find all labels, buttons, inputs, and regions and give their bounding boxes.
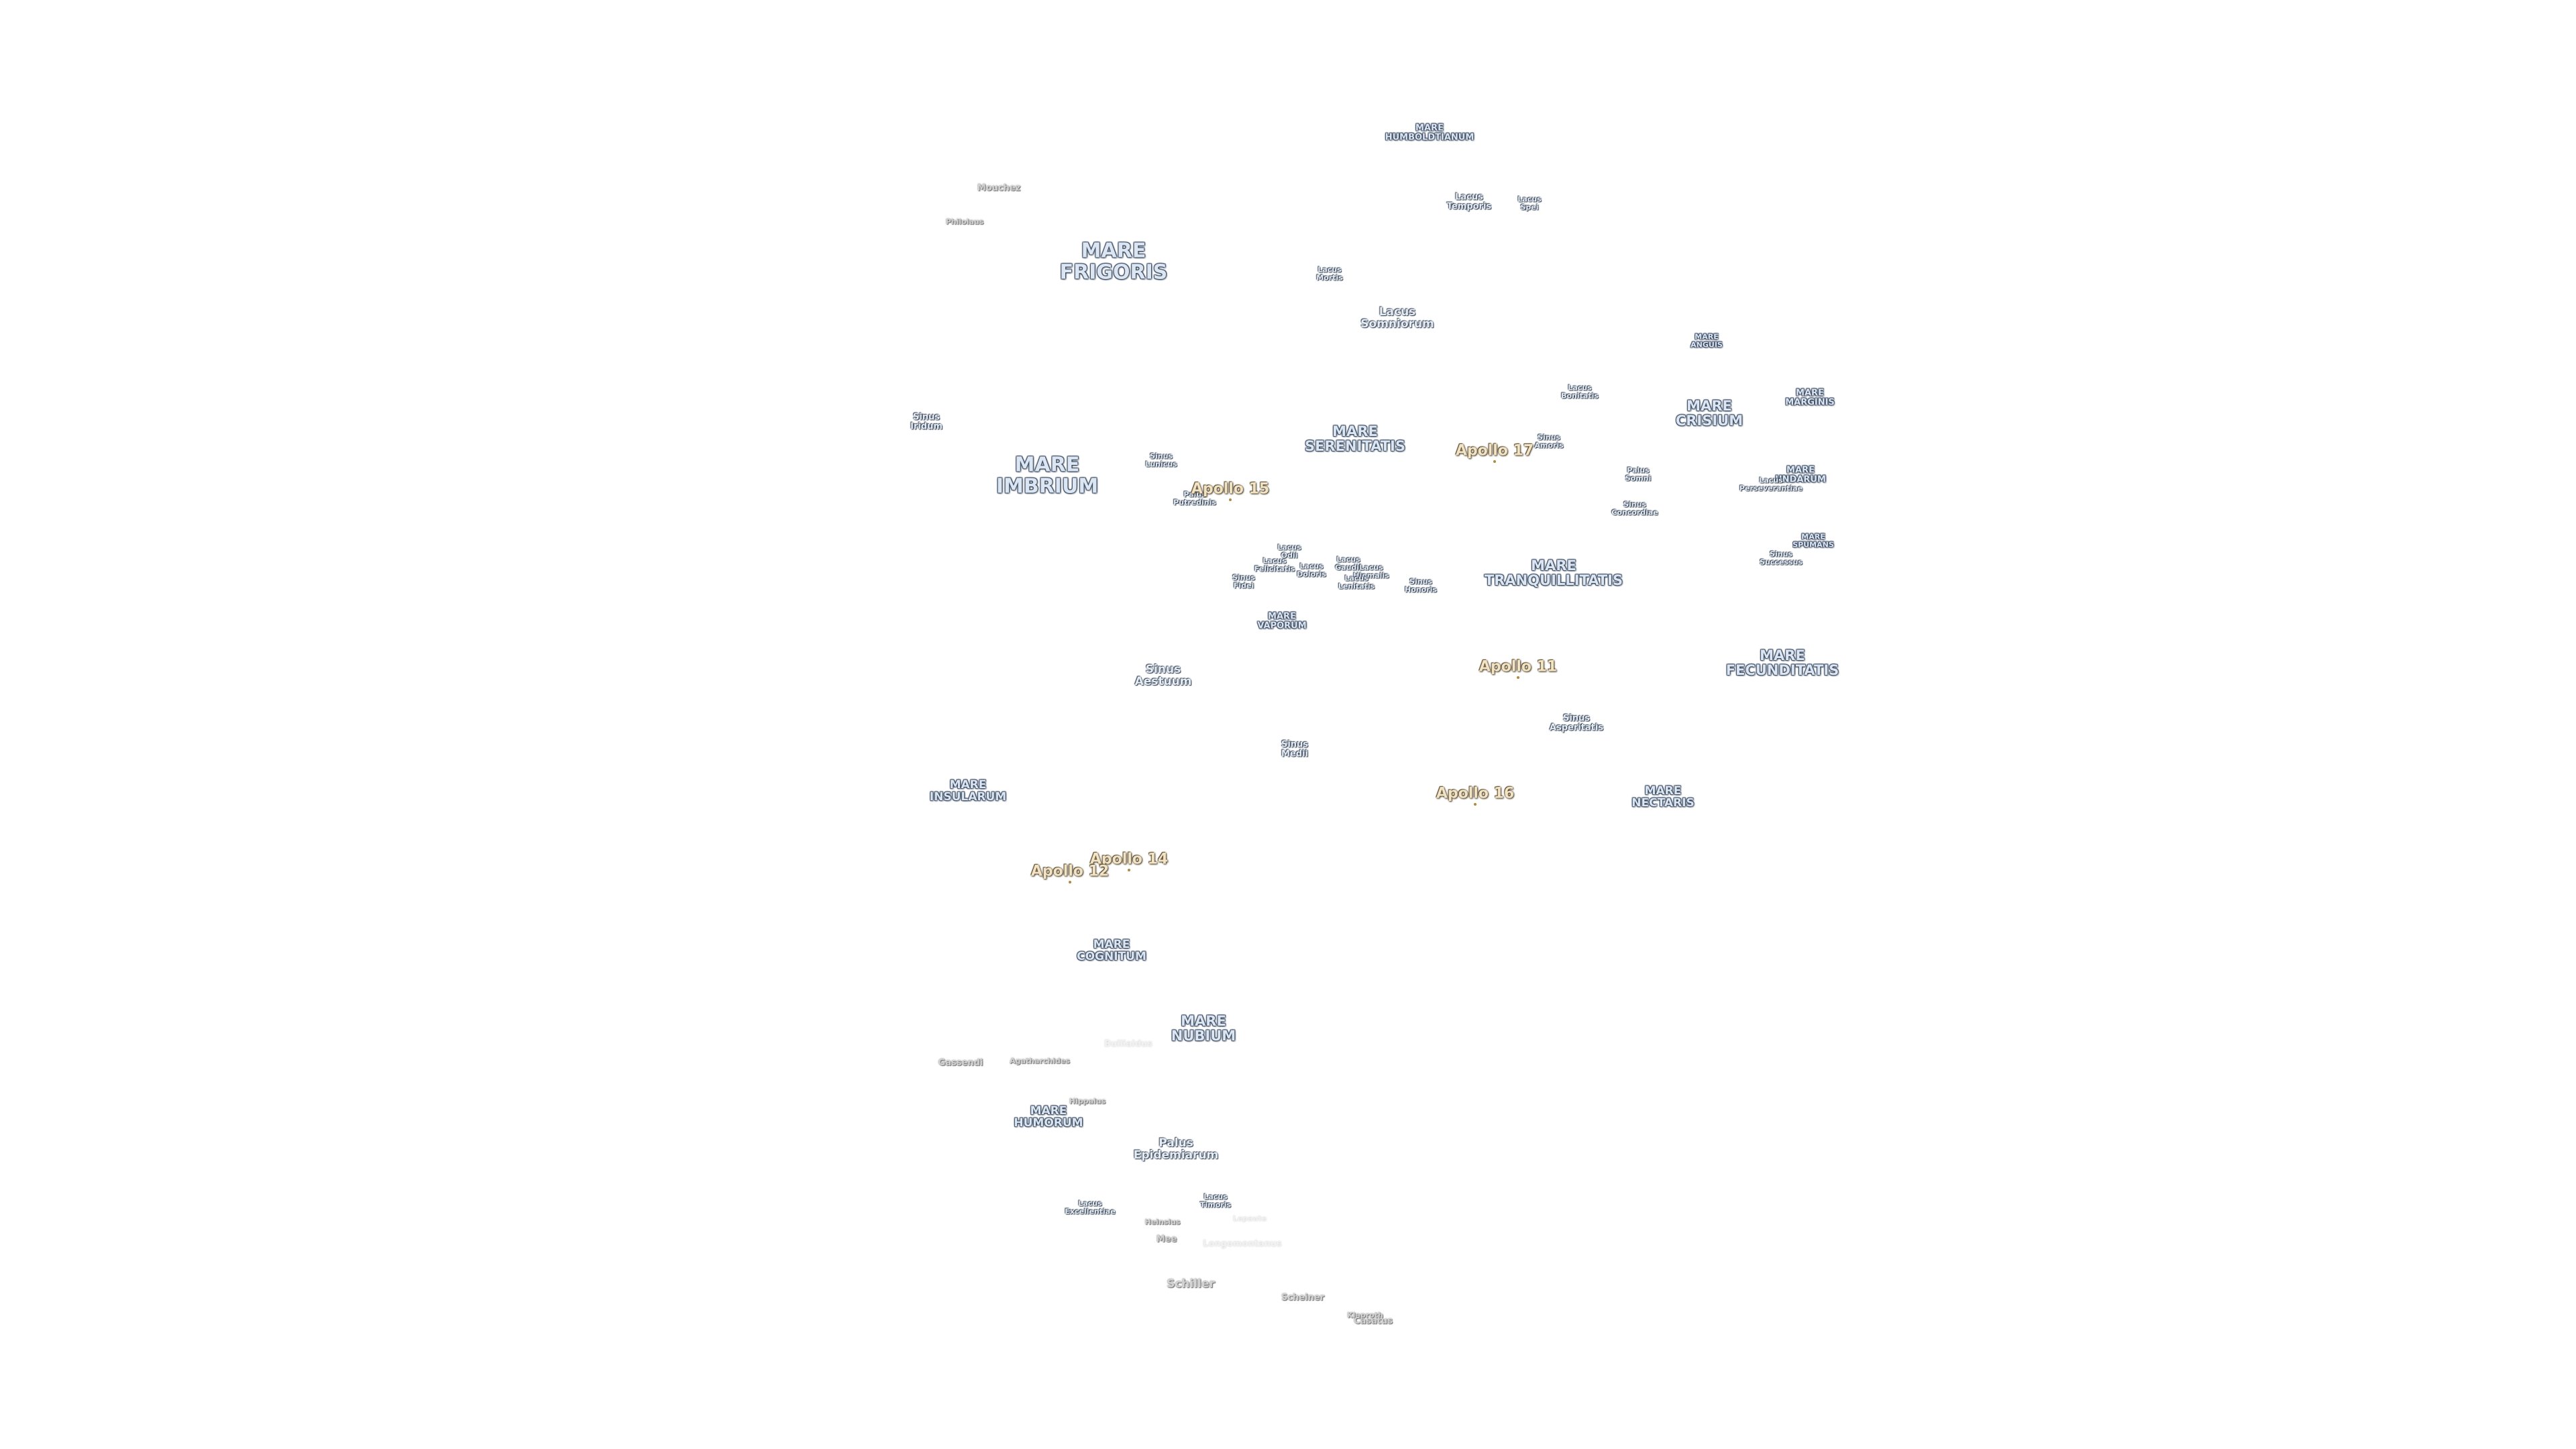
- label-lacus-spei: Lacus Spei: [1517, 195, 1542, 211]
- label-lacus-hiemalis: Lacus Hiemalis: [1353, 563, 1389, 580]
- label-apollo-11[interactable]: Apollo 11: [1479, 658, 1558, 676]
- label-apollo-14[interactable]: Apollo 14: [1089, 851, 1169, 868]
- label-sinus-amoris: Sinus Amoris: [1534, 433, 1564, 449]
- apollo-15-site-marker[interactable]: [1229, 498, 1232, 501]
- label-apollo-16[interactable]: Apollo 16: [1436, 785, 1515, 802]
- label-sinus-honoris: Sinus Honoris: [1405, 577, 1437, 594]
- label-palus-epidemiarum: Palus Epidemiarum: [1133, 1136, 1219, 1162]
- label-lacus-lenitatis: Lacus Lenitatis: [1338, 574, 1375, 590]
- label-mare-nubium: MARE NUBIUM: [1171, 1012, 1236, 1044]
- label-mare-undarum: MARE UNDARUM: [1775, 465, 1826, 484]
- apollo-14-site-marker[interactable]: [1128, 869, 1130, 871]
- label-sinus-lunicus: Sinus Lunicus: [1145, 451, 1177, 468]
- label-lacus-mortis: Lacus Mortis: [1316, 265, 1343, 282]
- label-mouchez: Mouchez: [977, 183, 1021, 194]
- label-mare-humboldtianum: MARE HUMBOLDTIANUM: [1385, 123, 1474, 142]
- label-lacus-doloris: Lacus Doloris: [1297, 561, 1326, 578]
- label-mare-serenitatis: MARE SERENITATIS: [1305, 423, 1405, 454]
- label-casatus: Casatus: [1353, 1316, 1393, 1327]
- label-lacus-somniorum: Lacus Somniorum: [1360, 305, 1434, 331]
- label-mare-spumans: MARE SPUMANS: [1792, 532, 1834, 549]
- label-bullialdus: Bullialdus: [1104, 1039, 1153, 1050]
- label-mare-crisium: MARE CRISIUM: [1675, 397, 1743, 429]
- label-mare-tranquillitatis: MARE TRANQUILLITATIS: [1484, 557, 1623, 588]
- label-sinus-iridum: Sinus Iridum: [910, 412, 943, 431]
- apollo-17-site-marker[interactable]: [1493, 460, 1496, 463]
- label-mare-marginis: MARE MARGINIS: [1785, 388, 1835, 407]
- label-hippalus: Hippalus: [1069, 1097, 1106, 1106]
- label-sinus-successus: Sinus Successus: [1760, 549, 1803, 566]
- label-apollo-15[interactable]: Apollo 15: [1191, 480, 1270, 498]
- label-lacus-felicitatis: Lacus Felicitatis: [1254, 556, 1295, 573]
- label-lacus-bonitatis: Lacus Bonitatis: [1561, 383, 1599, 400]
- label-mare-vaporum: MARE VAPORUM: [1257, 611, 1307, 631]
- label-sinus-fidei: Sinus Fidei: [1232, 573, 1255, 590]
- label-lacus-excellentiae: Lacus Excellentiae: [1065, 1199, 1116, 1216]
- label-lacus-perseverantiae: Lacus Perseverantiae: [1739, 476, 1803, 492]
- label-longomontanus: Longomontanus: [1203, 1239, 1282, 1250]
- label-mare-nectaris: MARE NECTARIS: [1631, 784, 1695, 810]
- apollo-16-site-marker[interactable]: [1474, 803, 1477, 806]
- label-sinus-concordiae: Sinus Concordiae: [1611, 500, 1658, 517]
- label-lacus-timoris: Lacus Timoris: [1199, 1192, 1232, 1209]
- label-mare-cognitum: MARE COGNITUM: [1077, 938, 1146, 963]
- label-lacus-odii: Lacus Odii: [1277, 543, 1301, 559]
- apollo-12-site-marker[interactable]: [1069, 881, 1071, 883]
- label-lacus-gaudii: Lacus Gaudii: [1335, 555, 1362, 572]
- label-apollo-12[interactable]: Apollo 12: [1030, 863, 1110, 880]
- label-sinus-asperitatis: Sinus Asperitatis: [1549, 713, 1604, 733]
- label-klaproth: Klaproth: [1347, 1311, 1383, 1320]
- label-agatharchides: Agatharchides: [1010, 1057, 1070, 1066]
- label-mee: Mee: [1156, 1234, 1177, 1245]
- label-scheiner: Scheiner: [1281, 1293, 1325, 1303]
- label-lacus-temporis: Lacus Temporis: [1446, 192, 1492, 211]
- label-palus-somni: Palus Somni: [1625, 466, 1652, 482]
- label-heinsius: Heinsius: [1144, 1218, 1181, 1227]
- label-mare-humorum: MARE HUMORUM: [1014, 1104, 1083, 1130]
- label-lepaute: Lepaute: [1232, 1214, 1267, 1224]
- label-mare-frigoris: MARE FRIGORIS: [1059, 239, 1168, 284]
- label-gassendi: Gassendi: [938, 1058, 983, 1069]
- label-mare-fecunditatis: MARE FECUNDITATIS: [1725, 647, 1839, 678]
- label-sinus-medii: Sinus Medii: [1281, 739, 1309, 759]
- label-schiller: Schiller: [1167, 1277, 1215, 1291]
- label-apollo-17[interactable]: Apollo 17: [1455, 442, 1534, 460]
- label-sinus-aestuum: Sinus Aestuum: [1134, 663, 1192, 688]
- label-palus-putredinis: Palus Putredinis: [1173, 490, 1216, 506]
- label-mare-imbrium: MARE IMBRIUM: [996, 453, 1099, 498]
- apollo-11-site-marker[interactable]: [1517, 676, 1519, 679]
- label-philolaus: Philolaus: [945, 217, 984, 227]
- label-mare-anguis: MARE ANGUIS: [1690, 332, 1723, 349]
- label-mare-insularum: MARE INSULARUM: [929, 778, 1007, 804]
